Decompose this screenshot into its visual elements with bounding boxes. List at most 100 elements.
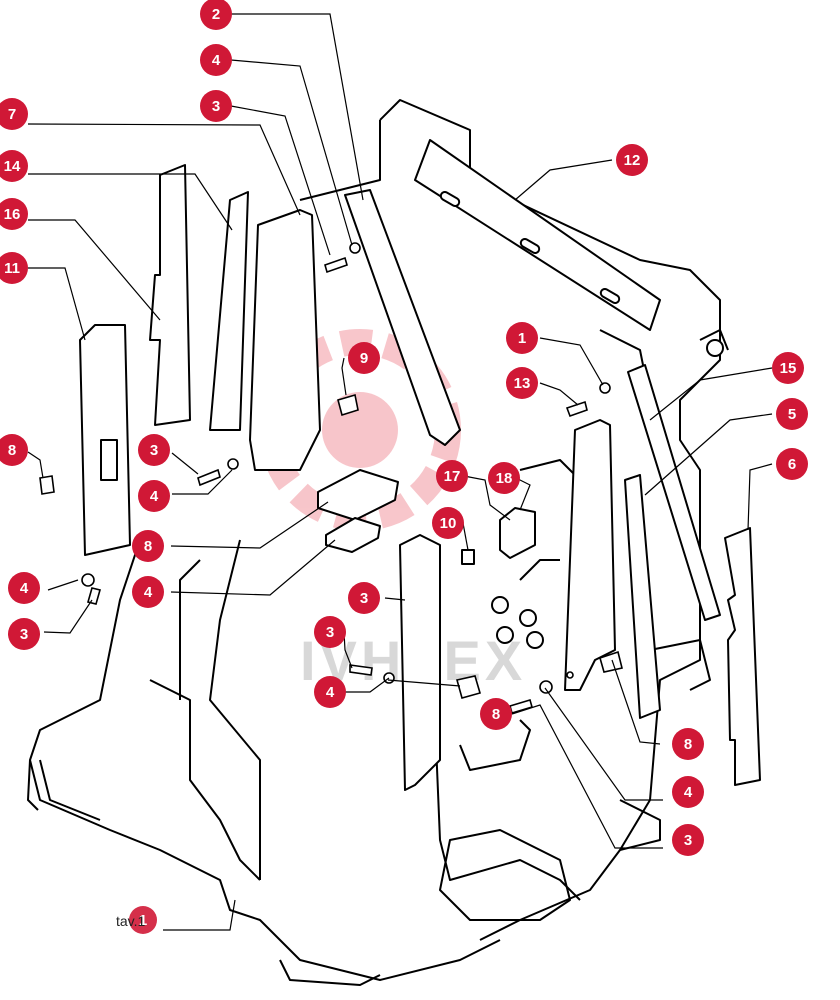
callout-number: 4 xyxy=(20,580,29,597)
callout-3: 3 xyxy=(672,824,704,856)
tav-label: tav.1 xyxy=(116,913,146,929)
callout-15: 15 xyxy=(772,352,804,384)
knob xyxy=(519,609,537,627)
callout-badge xyxy=(488,462,520,494)
washer-icon xyxy=(539,680,553,694)
callout-badge xyxy=(8,618,40,650)
screw-icon xyxy=(87,587,101,605)
callout-number: 3 xyxy=(684,832,692,849)
callout-12: 12 xyxy=(616,144,648,176)
callout-number: 11 xyxy=(4,260,20,277)
callout-number: 17 xyxy=(444,468,461,485)
bushing-icon xyxy=(337,393,359,417)
part-16-strip xyxy=(149,164,191,426)
callout-number: 5 xyxy=(788,406,796,423)
callout-3: 3 xyxy=(200,90,232,122)
callout-16: 16 xyxy=(0,198,28,230)
part-7-pillar-cover xyxy=(249,209,321,471)
callout-badge xyxy=(772,352,804,384)
callout-8: 8 xyxy=(480,698,512,730)
callout-badge xyxy=(672,776,704,808)
callout-number: 3 xyxy=(360,590,368,607)
part-15-strip xyxy=(724,527,761,786)
part-12-slot xyxy=(439,191,461,207)
callout-7: 7 xyxy=(0,98,28,130)
part-14-post xyxy=(209,191,249,431)
callout-8: 8 xyxy=(0,434,28,466)
bushing-icon xyxy=(599,650,623,673)
callout-4: 4 xyxy=(8,572,40,604)
part-2-pillar xyxy=(344,189,461,446)
knob xyxy=(706,339,724,357)
tav-badge: 1 xyxy=(129,906,157,934)
callout-number: 9 xyxy=(360,350,368,367)
callout-number: 6 xyxy=(788,456,796,473)
callout-4: 4 xyxy=(132,576,164,608)
callout-badge xyxy=(0,434,28,466)
callout-badge xyxy=(506,367,538,399)
callout-number: 12 xyxy=(624,152,641,169)
callout-number: 8 xyxy=(8,442,16,459)
callout-number: 1 xyxy=(518,330,526,347)
part-12-crossbar xyxy=(414,139,661,331)
callout-badge xyxy=(0,252,28,284)
callout-badge xyxy=(200,44,232,76)
callout-number: 15 xyxy=(780,360,797,377)
tav-badge-number: 1 xyxy=(139,912,147,929)
washer-icon xyxy=(349,242,361,254)
callout-number: 8 xyxy=(144,538,152,555)
washer-icon xyxy=(227,458,239,470)
knob xyxy=(491,596,509,614)
callout-4: 4 xyxy=(200,44,232,76)
callout-badge xyxy=(436,460,468,492)
screw-icon xyxy=(565,400,588,418)
callout-badge xyxy=(8,572,40,604)
callout-5: 5 xyxy=(776,398,808,430)
callout-10: 10 xyxy=(432,507,464,539)
callout-badge xyxy=(0,198,28,230)
callout-badge xyxy=(616,144,648,176)
callout-badge xyxy=(480,698,512,730)
part-12-slot xyxy=(519,238,541,254)
callout-badge xyxy=(0,150,28,182)
part-right-pillar xyxy=(564,419,616,691)
callout-badge xyxy=(200,90,232,122)
callout-number: 3 xyxy=(150,442,158,459)
screw-icon xyxy=(324,256,348,274)
callout-badge xyxy=(132,576,164,608)
callout-3: 3 xyxy=(314,616,346,648)
callout-badge xyxy=(506,322,538,354)
washer-icon xyxy=(566,671,574,679)
callout-number: 4 xyxy=(144,584,153,601)
callout-badge xyxy=(672,824,704,856)
callout-badge xyxy=(348,342,380,374)
callout-badge xyxy=(776,448,808,480)
callout-8: 8 xyxy=(132,530,164,562)
callout-13: 13 xyxy=(506,367,538,399)
screw-icon xyxy=(349,664,373,676)
part-10-pillar xyxy=(399,534,441,791)
callout-badge xyxy=(314,616,346,648)
part-13-strip xyxy=(624,474,661,719)
washer-icon xyxy=(81,573,95,587)
callout-badge xyxy=(138,434,170,466)
callout-number: 3 xyxy=(212,98,220,115)
part-17-pad xyxy=(317,469,399,521)
callout-number: 18 xyxy=(496,470,513,487)
parts xyxy=(79,139,761,791)
callout-14: 14 xyxy=(0,150,28,182)
callout-4: 4 xyxy=(138,480,170,512)
knob xyxy=(526,631,544,649)
part-9-clip xyxy=(461,549,475,565)
callout-number: 13 xyxy=(514,375,531,392)
part-18-pad xyxy=(325,517,381,553)
callout-4: 4 xyxy=(314,676,346,708)
callout-18: 18 xyxy=(488,462,520,494)
screw-icon xyxy=(197,468,221,487)
callout-number: 14 xyxy=(4,158,21,175)
callout-number: 16 xyxy=(4,206,21,223)
callout-badge xyxy=(348,582,380,614)
leader-lines xyxy=(27,13,773,931)
callout-number: 2 xyxy=(212,6,220,23)
